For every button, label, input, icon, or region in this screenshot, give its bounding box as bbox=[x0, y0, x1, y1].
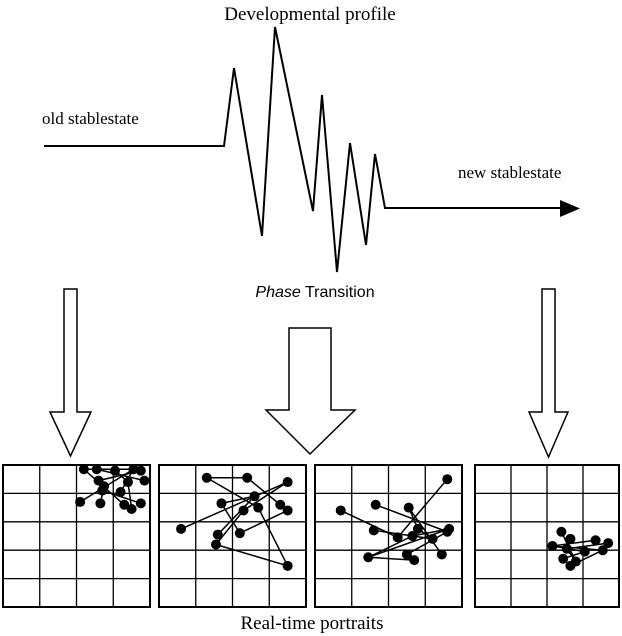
node-dot bbox=[119, 499, 130, 510]
node-dot bbox=[210, 539, 221, 550]
node-link bbox=[239, 509, 288, 534]
node-link bbox=[220, 502, 241, 534]
down-arrow-center bbox=[264, 327, 357, 456]
profile-arrowhead bbox=[560, 200, 580, 217]
node-dot bbox=[135, 465, 146, 476]
node-link bbox=[215, 543, 288, 567]
node-dot bbox=[238, 505, 249, 516]
node-dot bbox=[565, 533, 576, 544]
node-dot bbox=[275, 499, 286, 510]
node-dot bbox=[442, 526, 453, 537]
node-dot bbox=[335, 505, 346, 516]
node-link bbox=[375, 504, 448, 533]
node-dot bbox=[407, 531, 418, 541]
old-state-label: old stablestate bbox=[42, 109, 139, 128]
down-arrow-left bbox=[48, 288, 93, 458]
node-link bbox=[367, 535, 413, 558]
node-link bbox=[552, 539, 596, 547]
node-dot bbox=[442, 474, 453, 485]
node-dot bbox=[392, 532, 403, 543]
node-dot bbox=[436, 549, 447, 560]
node-dot bbox=[590, 535, 601, 546]
node-dot bbox=[403, 502, 414, 513]
node-dot bbox=[597, 545, 608, 556]
node-link bbox=[217, 495, 256, 536]
node-dot bbox=[249, 491, 260, 502]
node-dot bbox=[212, 529, 223, 540]
node-dot bbox=[547, 540, 558, 551]
node-dot bbox=[412, 523, 423, 534]
node-link bbox=[221, 495, 255, 505]
node-link bbox=[408, 507, 443, 555]
node-link bbox=[246, 477, 281, 506]
node-link bbox=[206, 477, 259, 509]
node-link bbox=[101, 489, 142, 505]
node-dot bbox=[561, 543, 572, 554]
node-dot bbox=[122, 477, 133, 488]
portrait-phase-right bbox=[314, 464, 463, 608]
node-link bbox=[406, 531, 448, 556]
node-dot bbox=[135, 498, 146, 509]
node-dot bbox=[556, 526, 567, 537]
new-state-label: new stablestate bbox=[458, 163, 561, 182]
node-dot bbox=[216, 498, 227, 509]
phase-transition-label: Phase Transition bbox=[255, 284, 374, 301]
transition-word: Transition bbox=[301, 284, 375, 301]
node-dot bbox=[126, 504, 137, 515]
node-dot bbox=[75, 496, 86, 507]
node-dot bbox=[565, 560, 576, 571]
node-link bbox=[552, 545, 603, 551]
node-dot bbox=[409, 555, 420, 566]
phase-word: Phase bbox=[255, 284, 300, 301]
node-link bbox=[397, 478, 448, 538]
node-dot bbox=[95, 498, 106, 509]
portrait-old-state bbox=[2, 464, 151, 608]
node-dot bbox=[110, 465, 121, 476]
node-dot bbox=[282, 477, 293, 488]
node-dot bbox=[234, 528, 245, 539]
node-link bbox=[368, 528, 450, 559]
down-arrow-right bbox=[527, 288, 570, 459]
node-dot bbox=[427, 533, 438, 544]
node-dot bbox=[176, 523, 187, 534]
node-dot bbox=[253, 502, 264, 513]
portrait-new-state bbox=[474, 464, 620, 608]
node-dot bbox=[401, 549, 412, 560]
portrait-phase-left bbox=[158, 464, 307, 608]
developmental-profile-line bbox=[44, 26, 565, 273]
real-time-portraits bbox=[2, 464, 620, 608]
node-dot bbox=[282, 560, 293, 571]
node-dot bbox=[363, 552, 374, 563]
node-dot bbox=[368, 525, 379, 536]
node-dot bbox=[201, 472, 212, 483]
node-link bbox=[180, 481, 288, 530]
node-dot bbox=[282, 505, 293, 516]
node-dot bbox=[78, 464, 89, 475]
node-link bbox=[215, 509, 245, 545]
node-link bbox=[243, 481, 289, 512]
node-dot bbox=[97, 485, 108, 496]
node-dot bbox=[139, 475, 150, 486]
node-dot bbox=[603, 538, 614, 549]
node-dot bbox=[91, 464, 102, 475]
node-dot bbox=[115, 486, 126, 497]
node-link bbox=[368, 556, 415, 561]
node-dot bbox=[558, 553, 569, 564]
diagram-title: Developmental profile bbox=[224, 4, 395, 25]
node-link bbox=[257, 507, 289, 567]
portraits-caption: Real-time portraits bbox=[241, 613, 384, 634]
node-dot bbox=[579, 546, 590, 557]
node-dot bbox=[242, 472, 253, 483]
node-dot bbox=[370, 499, 381, 510]
